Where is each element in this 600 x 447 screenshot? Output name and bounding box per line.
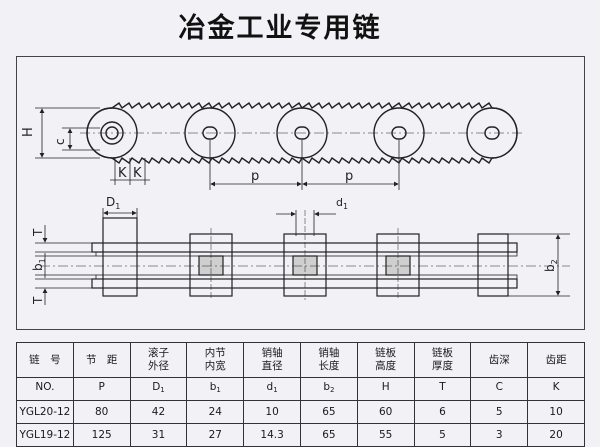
table-cell: 6 (413, 400, 472, 424)
dim-p-label-1: p (251, 169, 259, 184)
dim-T-label-bottom: T (31, 296, 45, 305)
table-row: YGL19-12 125 31 27 14.3 65 55 5 3 20 (16, 423, 585, 447)
chain-front-view (80, 101, 525, 165)
table-cell: 5 (413, 423, 472, 447)
table-cell: 27 (186, 423, 245, 447)
table-cell: 31 (129, 423, 188, 447)
dim-D1-label: D1 (106, 195, 120, 211)
table-cell: 65 (299, 423, 358, 447)
dim-K-label-2: K (133, 166, 142, 181)
dim-b2-label: b2 (543, 259, 559, 272)
header-sym-cell: K (527, 377, 585, 401)
table-cell: 24 (186, 400, 245, 424)
header-sym-cell: D1 (129, 377, 188, 401)
header-sym-cell: NO. (16, 377, 74, 401)
header-cn-cell: 链板 厚度 (413, 342, 472, 378)
table-cell: 10 (243, 400, 301, 424)
header-sym-cell: b1 (186, 377, 245, 401)
header-cn-cell: 内节 内宽 (186, 342, 245, 378)
dim-c-label: c (53, 138, 67, 145)
header-sym-cell: b2 (299, 377, 358, 401)
page-title: 冶金工业专用链 (178, 13, 382, 44)
header-cn-cell: 销轴 直径 (243, 342, 301, 378)
dim-b1-label: b1 (31, 258, 47, 271)
header-sym-cell: d1 (243, 377, 301, 401)
header-sym-cell: T (413, 377, 472, 401)
table-header-cn-row: 链 号 节 距 滚子 外径 内节 内宽 销轴 直径 销轴 长度 链板 高度 链板… (16, 342, 585, 378)
header-sym-cell: C (470, 377, 529, 401)
header-cn-cell: 滚子 外径 (129, 342, 188, 378)
table-cell: YGL19-12 (16, 423, 74, 447)
table-header-sym-row: NO. P D1 b1 d1 b2 H T C K (16, 377, 585, 401)
table-cell: 65 (299, 400, 358, 424)
spec-table: 链 号 节 距 滚子 外径 内节 内宽 销轴 直径 销轴 长度 链板 高度 链板… (16, 342, 585, 447)
dim-d1-label: d1 (336, 196, 348, 211)
table-cell: 10 (527, 400, 585, 424)
table-cell: 5 (470, 400, 529, 424)
chain-top-view (40, 210, 570, 300)
header-cn-cell: 链板 高度 (356, 342, 415, 378)
drawing-frame (16, 56, 585, 330)
dim-p-label-2: p (345, 169, 353, 184)
chain-technical-drawing: H c K K p p (21, 101, 570, 305)
table-cell: 80 (72, 400, 131, 424)
table-cell: 60 (356, 400, 415, 424)
table-cell: 125 (72, 423, 131, 447)
table-cell: 14.3 (243, 423, 301, 447)
header-cn-cell: 齿距 (527, 342, 585, 378)
dim-T-label-top: T (31, 228, 45, 237)
dim-K-label-1: K (118, 166, 127, 181)
table-cell: 55 (356, 423, 415, 447)
table-row: YGL20-12 80 42 24 10 65 60 6 5 10 (16, 400, 585, 424)
header-cn-cell: 链 号 (16, 342, 74, 378)
table-cell: 42 (129, 400, 188, 424)
table-cell: 3 (470, 423, 529, 447)
table-cell: YGL20-12 (16, 400, 74, 424)
header-sym-cell: P (72, 377, 131, 401)
table-cell: 20 (527, 423, 585, 447)
header-cn-cell: 节 距 (72, 342, 131, 378)
header-sym-cell: H (356, 377, 415, 401)
dim-H-label: H (21, 127, 36, 137)
header-cn-cell: 销轴 长度 (299, 342, 358, 378)
header-cn-cell: 齿深 (470, 342, 529, 378)
